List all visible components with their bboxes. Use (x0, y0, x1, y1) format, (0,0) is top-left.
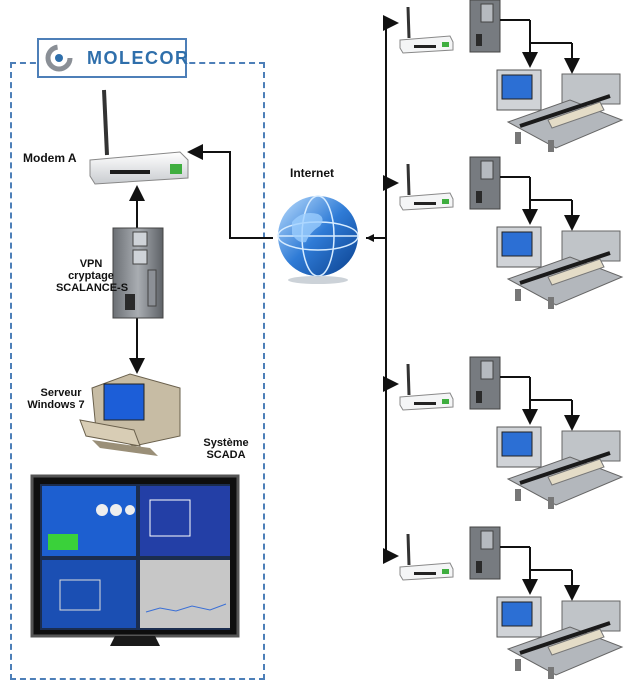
server-label-line1: Serveur (40, 387, 82, 399)
scada-monitor-icon (30, 474, 240, 646)
internet-label: Internet (290, 166, 335, 180)
router-icon (399, 6, 454, 54)
extrusion-line-icon (496, 226, 624, 309)
plc-cabinet-icon (469, 356, 501, 410)
extrusion-line-icon (496, 426, 624, 509)
modem-a-router-icon (89, 89, 189, 185)
plc-cabinet-icon (469, 0, 501, 53)
vpn-label-line3: SCALANCE-S (55, 282, 129, 294)
remote-site-3 (399, 356, 624, 509)
remote-site-4 (399, 526, 624, 679)
router-icon (399, 363, 454, 411)
plc-cabinet-icon (469, 156, 501, 210)
server-label-line2: Windows 7 (27, 399, 85, 411)
internet-to-modem-arrow (187, 144, 273, 239)
molecor-logo: MOLECOR (37, 38, 190, 78)
remote-site-1 (399, 0, 624, 152)
modem-a-label: Modem A (23, 151, 77, 165)
scada-label-line1: Système (203, 437, 249, 449)
windows-server-pc-icon (79, 373, 181, 456)
extrusion-line-icon (496, 596, 624, 679)
vpn-scalance-device-icon (112, 227, 164, 319)
internet-globe-icon (277, 195, 359, 284)
vpn-label-line2: cryptage (68, 270, 114, 282)
molecor-swirl-icon (45, 44, 73, 72)
extrusion-line-icon (496, 69, 624, 152)
logo-text: MOLECOR (87, 48, 190, 68)
scada-label-line2: SCADA (206, 449, 246, 461)
router-icon (399, 533, 454, 581)
remote-site-2 (399, 156, 624, 309)
vpn-label-line1: VPN (79, 258, 103, 270)
plc-cabinet-icon (469, 526, 501, 580)
router-icon (399, 163, 454, 211)
